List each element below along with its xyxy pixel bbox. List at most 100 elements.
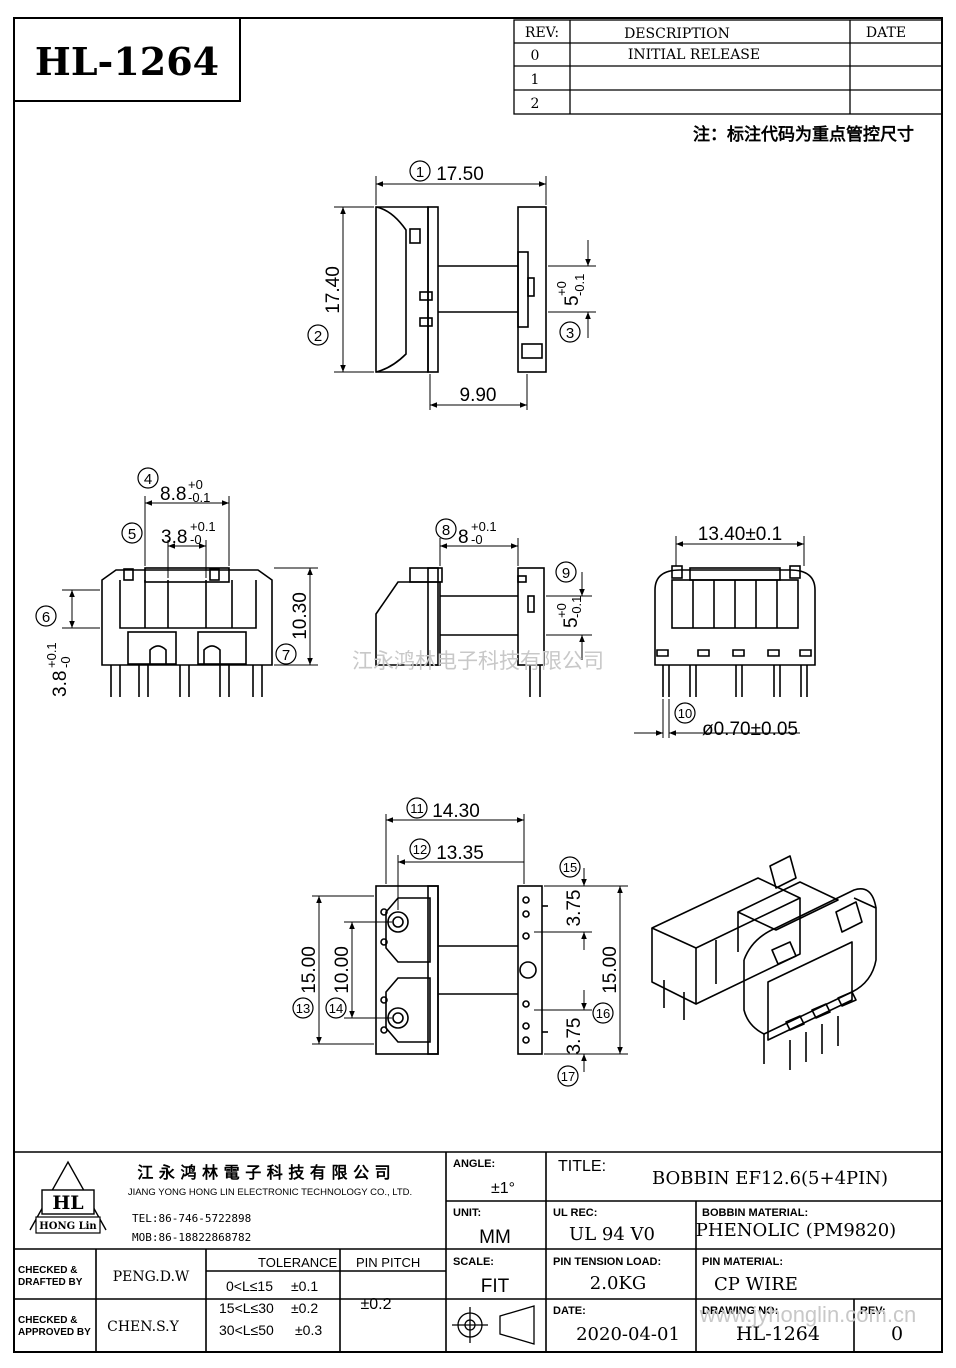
front-view-left-labels: 8.8 +0 -0.1 3.8 +0.1 -0 3.8 +0.1 -0 10.3… — [44, 477, 311, 697]
side-view-top-dims — [334, 176, 596, 410]
dim-17-40: 17.40 — [323, 266, 344, 314]
dim-8-tol-top: +0.1 — [471, 519, 497, 534]
watermark-company: 江永鸿林电子科技有限公司 — [352, 649, 604, 673]
logo-sub: HONG Lin — [39, 1221, 97, 1232]
pin-pitch-value: ±0.2 — [360, 1296, 391, 1313]
dim-3-8-side-tol-top: +0.1 — [44, 642, 59, 668]
scale-value: FIT — [481, 1276, 510, 1297]
dim-15-00-left: 15.00 — [299, 946, 320, 994]
dim-3-8-main: 3.8 — [161, 527, 187, 548]
balloon-6: 6 — [35, 605, 57, 627]
rev-row-2: 2 — [531, 96, 540, 112]
dim-3-8-tol-top: +0.1 — [190, 519, 216, 534]
rev-row-0: 0 — [531, 48, 540, 64]
balloon-7-label: 7 — [282, 647, 290, 664]
bottom-view-labels: 14.30 13.35 15.00 10.00 3.75 15.00 3.75 — [299, 801, 621, 1054]
balloon-8: 8 — [435, 518, 457, 540]
balloon-9: 9 — [555, 561, 577, 583]
dim-8-main: 8 — [458, 527, 469, 548]
company-logo: HL HONG Lin — [29, 1160, 107, 1234]
balloon-6-label: 6 — [42, 609, 50, 626]
balloon-4-label: 4 — [144, 471, 152, 488]
dim-3-8-tol-bot: -0 — [190, 532, 202, 547]
dim-13-40: 13.40±0.1 — [698, 524, 782, 545]
date-header: DATE — [866, 25, 906, 41]
dim-5-tol-bot: -0.1 — [572, 274, 587, 296]
sheet-border — [13, 17, 943, 1353]
title-value: BOBBIN EF12.6(5+4PIN) — [652, 1168, 888, 1189]
dim-5-tol-top: +0 — [554, 281, 569, 296]
front-view-right — [654, 565, 816, 697]
logo-text: HL — [52, 1192, 83, 1214]
balloon-4: 4 — [137, 467, 159, 489]
bottom-view-dims — [312, 814, 628, 1072]
pin-pitch-label: PIN PITCH — [356, 1255, 420, 1270]
dim-17-50: 17.50 — [436, 164, 484, 185]
checked-approved-label-1: CHECKED & — [18, 1315, 77, 1326]
dim-10-30: 10.30 — [290, 592, 311, 640]
pin-material-value: CP WIRE — [714, 1274, 798, 1295]
part-number: HL-1264 — [35, 39, 219, 84]
balloon-12-label: 12 — [413, 842, 427, 857]
balloon-8-label: 8 — [442, 522, 450, 539]
tolerance-value-3: ±0.3 — [295, 1322, 322, 1338]
balloon-3: 3 — [559, 321, 581, 343]
title-block-fields: ANGLE: ±1° TITLE: BOBBIN EF12.6(5+4PIN) … — [18, 1158, 903, 1345]
balloon-5: 5 — [121, 522, 143, 544]
company-name-cn: 江 永 鸿 林 電 子 科 技 有 限 公 司 — [137, 1163, 390, 1182]
balloons: 1 2 3 4 5 6 7 8 9 10 11 12 13 14 15 16 1… — [35, 160, 696, 1087]
balloon-5-label: 5 — [128, 526, 136, 543]
tolerance-range-2: 15<L≤30 — [219, 1300, 274, 1316]
dim-5-side-tol-top: +0 — [554, 603, 569, 618]
dim-14-30: 14.30 — [432, 801, 480, 822]
dim-15-00-right: 15.00 — [600, 946, 621, 994]
tolerance-label: TOLERANCE — [258, 1255, 338, 1270]
balloon-16-label: 16 — [596, 1006, 610, 1021]
balloon-17-label: 17 — [561, 1069, 575, 1084]
front-view-right-dims — [634, 536, 805, 738]
rev-row-0-description: INITIAL RELEASE — [628, 47, 760, 63]
balloon-16: 16 — [592, 1002, 614, 1024]
balloon-11: 11 — [406, 797, 428, 819]
balloon-15-label: 15 — [563, 860, 577, 875]
balloon-2: 2 — [307, 324, 329, 346]
balloon-2-label: 2 — [314, 328, 322, 345]
control-note: 注：标注代码为重点管控尺寸 — [693, 124, 914, 145]
balloon-17: 17 — [557, 1065, 579, 1087]
rev-row-1: 1 — [531, 72, 540, 88]
revision-table: REV: DESCRIPTION DATE 0 INITIAL RELEASE … — [513, 19, 943, 115]
projection-symbol — [452, 1305, 535, 1345]
approved-by: CHEN.S.Y — [107, 1319, 179, 1335]
side-view-middle-labels: 8 +0.1 -0 5 +0 -0.1 — [458, 519, 584, 628]
balloon-1-label: 1 — [416, 164, 424, 181]
title-label: TITLE: — [558, 1158, 606, 1175]
side-view-middle-dims — [439, 538, 592, 660]
checked-drafted-label-1: CHECKED & — [18, 1265, 77, 1276]
ul-rec-value: UL 94 V0 — [569, 1224, 655, 1245]
drafted-by: PENG.D.W — [113, 1269, 190, 1285]
company-name-en: JIANG YONG HONG LIN ELECTRONIC TECHNOLOG… — [128, 1187, 412, 1198]
rev-label: REV: — [860, 1305, 886, 1317]
rev-header: REV: — [525, 25, 559, 41]
dim-5-main: 5 — [562, 295, 583, 306]
isometric-view — [651, 855, 877, 1070]
checked-approved-label-2: APPROVED BY — [18, 1327, 91, 1338]
balloon-13-label: 13 — [296, 1001, 310, 1016]
tolerance-range-1: 0<L≤15 — [226, 1278, 273, 1294]
balloon-15: 15 — [559, 856, 581, 878]
drawing-no-value: HL-1264 — [736, 1323, 820, 1345]
dim-10-00: 10.00 — [332, 946, 353, 994]
dim-3-8-side-main: 3.8 — [50, 671, 71, 697]
unit-value: MM — [479, 1227, 511, 1248]
balloon-10: 10 — [674, 702, 696, 724]
title-block-grid — [14, 1151, 942, 1352]
dim-8-8-main: 8.8 — [160, 484, 186, 505]
angle-label: ANGLE: — [453, 1158, 495, 1170]
company-mob: MOB:86-18822868782 — [132, 1231, 251, 1244]
front-view-left-dims — [62, 496, 318, 666]
side-view-middle — [375, 567, 545, 697]
dim-8-8-tol-top: +0 — [188, 477, 203, 492]
checked-drafted-label-2: DRAFTED BY — [18, 1277, 83, 1288]
balloon-3-label: 3 — [566, 325, 574, 342]
